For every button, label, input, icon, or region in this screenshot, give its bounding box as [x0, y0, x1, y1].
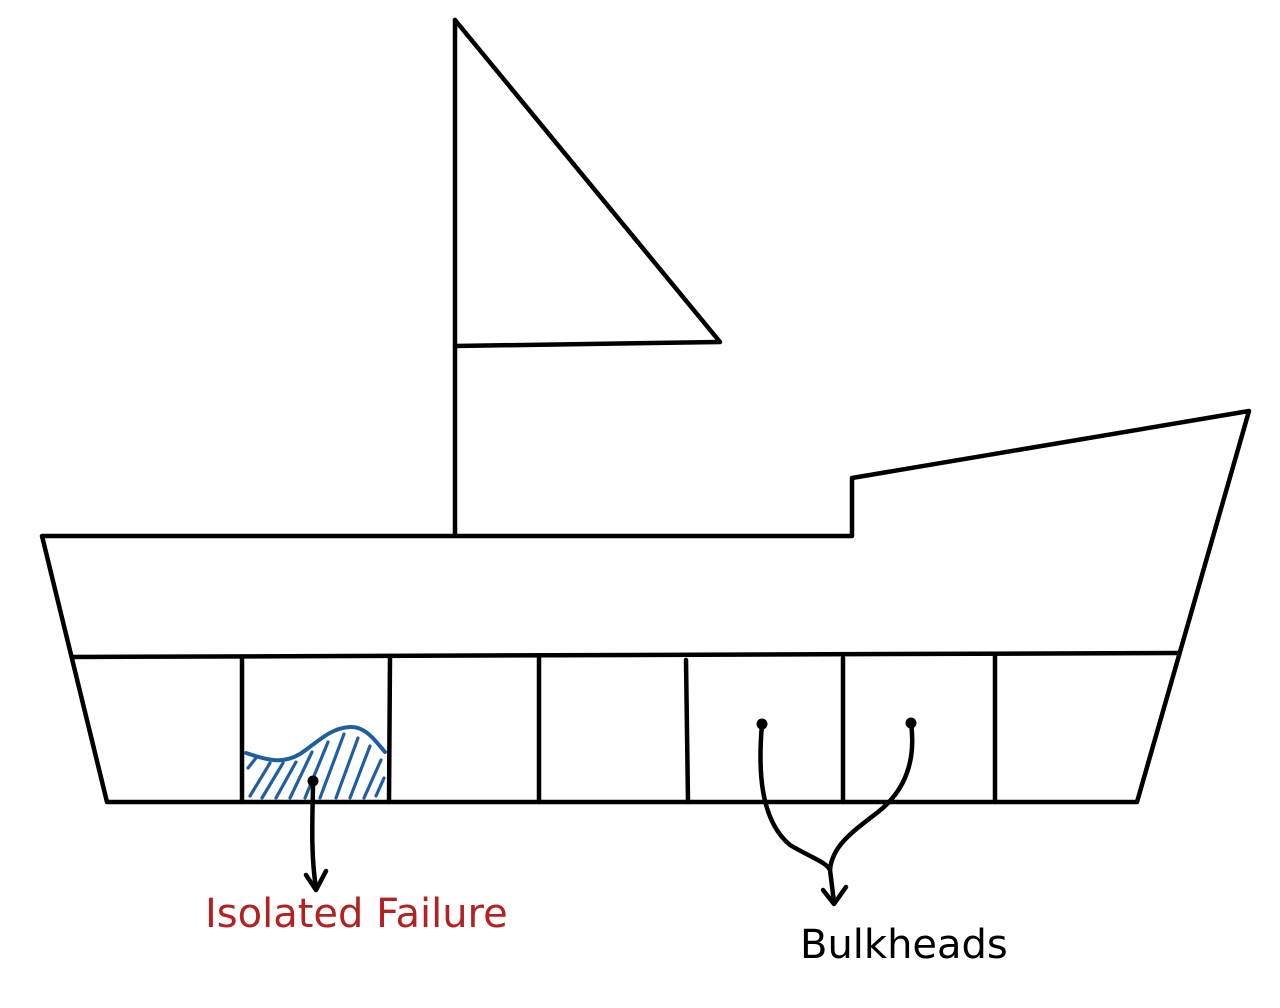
- water-surface: [244, 725, 387, 763]
- bulkheads-pointer: [756, 717, 917, 907]
- water-hatch: [374, 776, 386, 798]
- bulkheads-label: Bulkheads: [800, 922, 1008, 968]
- water-hatch: [246, 756, 258, 770]
- pointer-line: [827, 720, 915, 873]
- pointer-line: [310, 778, 319, 891]
- bulkhead-wall: [386, 653, 393, 805]
- arrow-head-icon: [303, 868, 329, 893]
- bulkhead-wall: [683, 657, 691, 805]
- pointer-line: [758, 721, 837, 905]
- water-hatch: [288, 750, 314, 800]
- arrow-head-icon: [820, 884, 849, 907]
- sail: [452, 17, 723, 349]
- water-hatch: [260, 761, 285, 800]
- water-hatch: [334, 736, 360, 800]
- water-hatch: [362, 758, 383, 800]
- ship-hull: [39, 408, 1252, 805]
- water-hatch: [348, 744, 372, 800]
- isolated-failure-label: Isolated Failure: [205, 891, 508, 937]
- compartment-top-line: [69, 650, 1180, 660]
- water-hatch: [318, 732, 346, 800]
- isolated-failure-pointer: [303, 775, 329, 893]
- bulkhead-walls: [239, 653, 998, 805]
- water-hatch: [248, 761, 272, 798]
- water-hatch: [274, 760, 298, 800]
- flooded-water: [244, 725, 387, 800]
- water-hatch: [303, 740, 330, 800]
